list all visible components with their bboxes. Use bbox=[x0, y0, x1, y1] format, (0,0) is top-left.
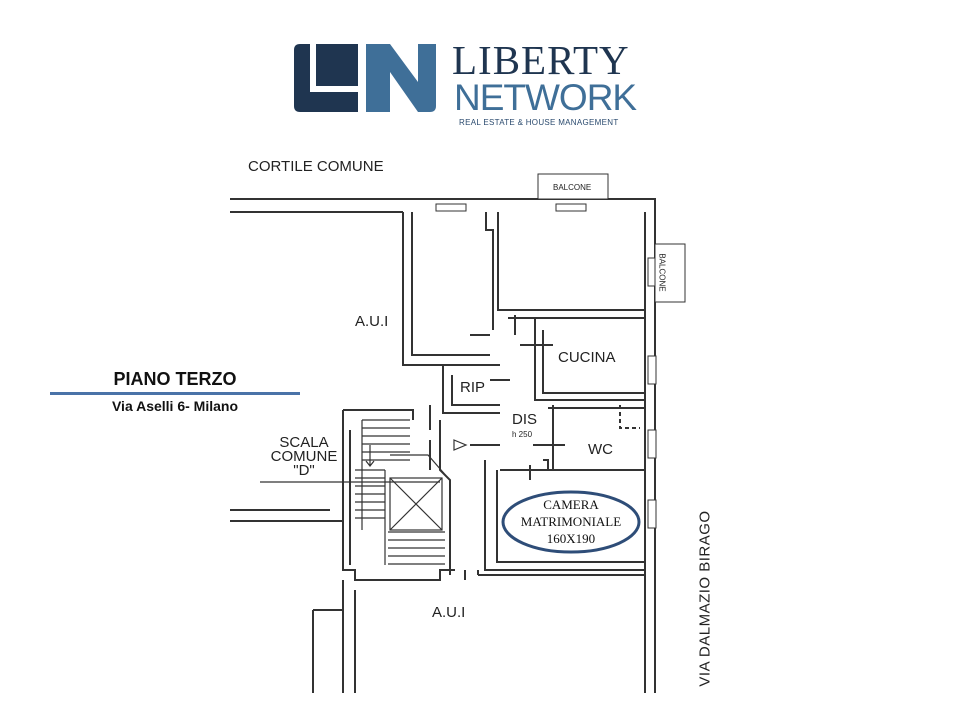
label-cortile-comune: CORTILE COMUNE bbox=[248, 158, 384, 175]
label-aui-bottom: A.U.I bbox=[432, 604, 466, 621]
label-dis-height: h 250 bbox=[512, 430, 533, 439]
label-scala-line3: "D" bbox=[293, 462, 315, 479]
logo-mark-icon bbox=[294, 44, 436, 112]
label-balcone-side: BALCONE bbox=[657, 253, 667, 292]
floor-address: Via Aselli 6- Milano bbox=[111, 398, 239, 414]
label-street: VIA DALMAZIO BIRAGO bbox=[696, 510, 714, 687]
brand-name-line2: NETWORK bbox=[454, 77, 637, 118]
label-camera-line3: 160X190 bbox=[546, 531, 596, 546]
brand-name-line1: LIBERTY bbox=[452, 37, 630, 83]
label-dis: DIS bbox=[512, 411, 538, 428]
label-aui-top: A.U.I bbox=[355, 313, 389, 330]
brand-tagline: REAL ESTATE & HOUSE MANAGEMENT bbox=[459, 118, 619, 127]
floor-title-underline bbox=[50, 392, 300, 395]
camera-highlight-ellipse bbox=[501, 490, 641, 554]
label-rip: RIP bbox=[460, 379, 486, 396]
label-cucina: CUCINA bbox=[558, 349, 616, 366]
floor-title: PIANO TERZO bbox=[113, 369, 237, 389]
label-camera-line2: MATRIMONIALE bbox=[520, 514, 622, 529]
label-wc: WC bbox=[588, 441, 613, 458]
label-balcone-top: BALCONE bbox=[553, 183, 592, 192]
label-scala-comune: SCALA COMUNE "D" bbox=[267, 434, 341, 479]
label-camera-line1: CAMERA bbox=[543, 497, 599, 512]
label-camera: CAMERA MATRIMONIALE 160X190 bbox=[503, 496, 639, 547]
label-scala-line1: SCALA bbox=[279, 434, 329, 451]
label-scala-line2: COMUNE bbox=[270, 448, 338, 465]
